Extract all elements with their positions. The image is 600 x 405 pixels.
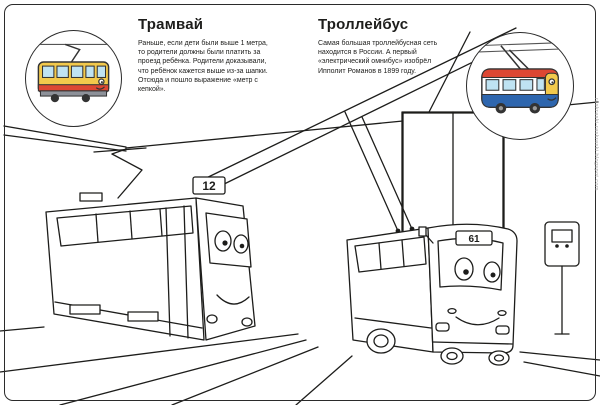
trolleybus-bumper bbox=[432, 341, 513, 345]
svg-text:61: 61 bbox=[468, 234, 480, 245]
rails-and-road bbox=[0, 326, 600, 405]
tram-pantograph-icon bbox=[93, 147, 147, 199]
mini-tram-pantograph-icon bbox=[64, 43, 81, 63]
trolleybus-mirror bbox=[418, 226, 434, 244]
trolleybus-face bbox=[447, 257, 507, 326]
trolleybus-drawing: 61 bbox=[344, 111, 518, 366]
trolleybus-text-block: Троллейбус Самая большая троллейбусная с… bbox=[318, 16, 458, 76]
trolleybus-side-line bbox=[354, 317, 432, 329]
tram-description: Раньше, если дети были выше 1 метра, то … bbox=[138, 40, 268, 94]
tram-door bbox=[165, 205, 189, 339]
trolleybus-description: Самая большая троллейбусная сеть находит… bbox=[318, 40, 438, 75]
trolleybus-title: Троллейбус bbox=[318, 16, 409, 33]
mini-trolleybus-roof bbox=[481, 68, 559, 79]
trolleybus-front-wheels bbox=[440, 347, 510, 366]
mini-tram-wheels bbox=[50, 93, 91, 103]
tram-drawing: 12 bbox=[45, 147, 256, 341]
tram-color-thumbnail bbox=[25, 30, 122, 127]
tram-title: Трамвай bbox=[138, 16, 204, 33]
trolleybus-route-number-box: 61 bbox=[455, 230, 493, 246]
tram-roof-unit bbox=[79, 192, 103, 202]
mini-tram-face bbox=[95, 78, 105, 90]
mini-trolleybus-wheels bbox=[495, 102, 541, 114]
trolleybus-side-wheel bbox=[366, 328, 396, 354]
tram-headlights bbox=[206, 314, 253, 327]
tram-side-windows bbox=[56, 205, 194, 247]
svg-text:12: 12 bbox=[202, 179, 216, 193]
mini-trolleybus-windows bbox=[485, 78, 545, 91]
trolleybus-mini-illustration bbox=[475, 42, 565, 114]
tram-route-number-box: 12 bbox=[192, 176, 226, 195]
trolleybus-headlights bbox=[435, 322, 510, 335]
trolleybus-side-windows bbox=[354, 236, 427, 273]
bus-stop-sign bbox=[544, 221, 580, 335]
tram-text-block: Трамвай Раньше, если дети были выше 1 ме… bbox=[138, 16, 276, 94]
overhead-wires bbox=[3, 27, 599, 191]
mini-tram-stripe bbox=[37, 84, 110, 92]
mini-trolleybus-skirt bbox=[481, 93, 559, 108]
trolleybus-color-thumbnail bbox=[466, 32, 574, 140]
tram-face bbox=[214, 230, 250, 305]
mini-trolleybus-poles-icon bbox=[500, 45, 532, 72]
mini-trolleybus-face bbox=[547, 78, 557, 101]
tram-mini-illustration bbox=[34, 43, 113, 103]
tram-bogies bbox=[69, 304, 159, 322]
mini-tram-skirt bbox=[39, 90, 108, 97]
trolleybus-poles-icon bbox=[344, 111, 415, 234]
building bbox=[401, 111, 505, 235]
mini-tram-windows bbox=[42, 65, 107, 78]
watermark-url: raskraski-raskraski.blogspot.com bbox=[593, 98, 599, 191]
